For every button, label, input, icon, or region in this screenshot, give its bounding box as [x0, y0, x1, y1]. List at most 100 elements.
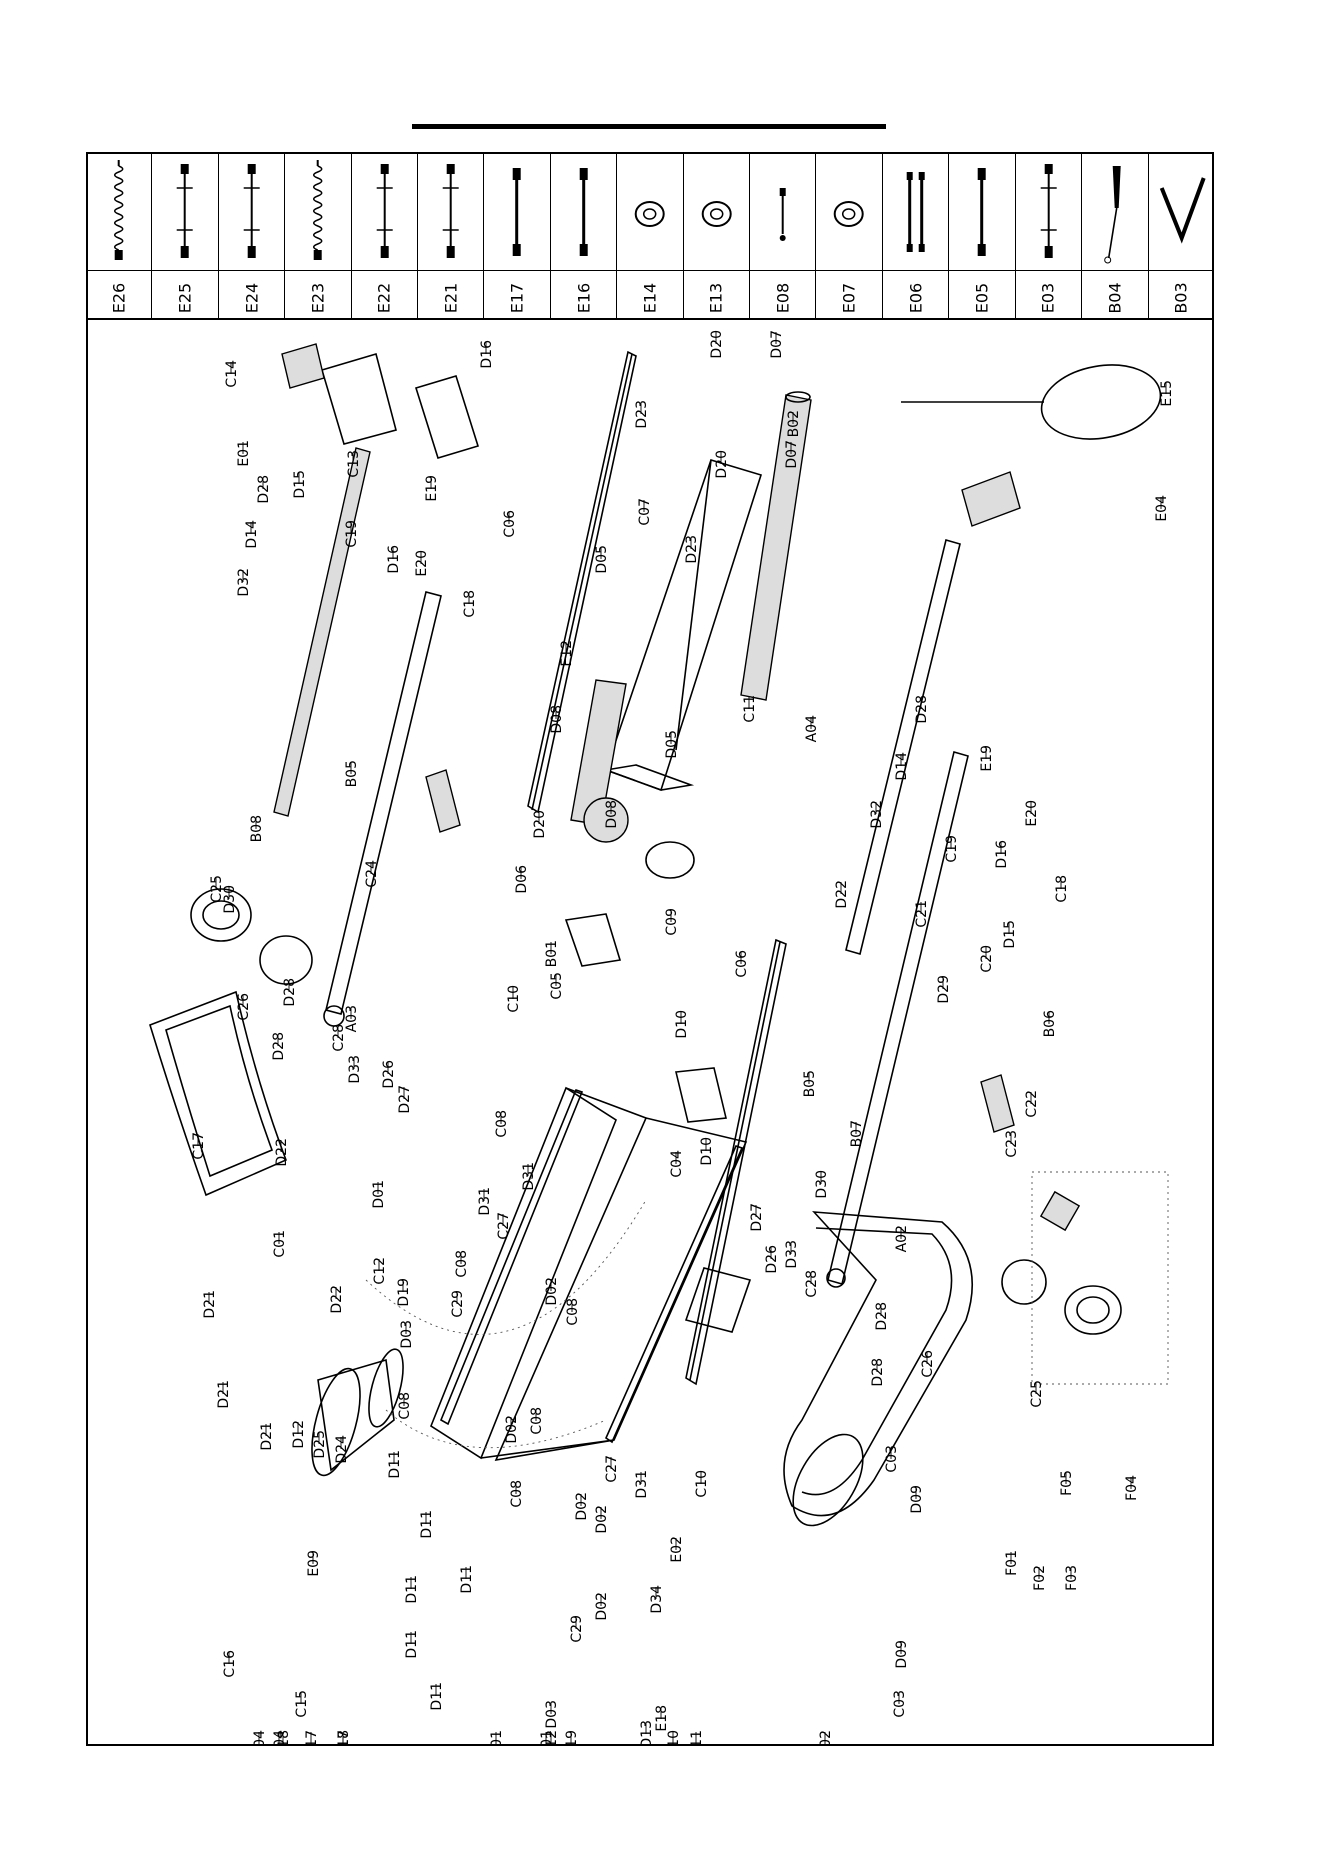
callout-e19: E19	[979, 745, 995, 772]
ferrite-ring-icon	[634, 201, 665, 227]
parts-table-cell: E06	[882, 152, 950, 318]
power-cord-e15	[901, 364, 1162, 440]
callout-d11: D11	[404, 1575, 420, 1604]
callout-a01: A01	[489, 1730, 505, 1746]
callout-d15: D15	[292, 470, 308, 499]
callout-c27: C27	[496, 1212, 512, 1240]
part-code: E05	[972, 282, 992, 314]
callout-d05: D05	[664, 730, 680, 759]
callout-d31: D31	[634, 1470, 650, 1499]
double-wire-icon	[906, 172, 925, 252]
table-divider	[750, 270, 816, 271]
callout-d07: D07	[769, 330, 785, 359]
connector-cable-icon	[442, 164, 459, 258]
callout-d14: D14	[894, 752, 910, 781]
wire-icon	[579, 168, 588, 256]
callout-c21: C21	[914, 900, 930, 928]
console-c14	[281, 343, 325, 389]
upright-a03	[323, 591, 442, 1027]
callout-d06: D06	[514, 865, 530, 894]
table-divider	[351, 270, 418, 271]
callout-d09: D09	[909, 1485, 925, 1514]
table-divider	[1015, 270, 1082, 271]
callout-d16: D16	[479, 340, 495, 369]
callout-e10: E10	[666, 1730, 682, 1746]
callout-d22: D22	[329, 1285, 345, 1314]
callout-c15: C15	[294, 1690, 310, 1718]
callout-d11: D11	[459, 1565, 475, 1594]
callout-d21: D21	[259, 1422, 275, 1451]
callout-d32: D32	[236, 568, 252, 597]
callout-c26: C26	[920, 1350, 936, 1378]
callout-d28: D28	[256, 475, 272, 504]
callout-c17: C17	[191, 1132, 207, 1160]
table-divider	[617, 270, 683, 271]
callout-d02: D02	[594, 1505, 610, 1534]
running-deck-e12	[602, 459, 763, 792]
callout-c23: C23	[1004, 1130, 1020, 1158]
callout-d17: D17	[304, 1730, 320, 1746]
part-code: E08	[773, 282, 793, 314]
handrail-b08	[273, 447, 371, 817]
rear-roller-b02	[740, 391, 812, 701]
callout-d28: D28	[874, 1302, 890, 1331]
callout-d20: D20	[714, 450, 730, 479]
callout-f01: F01	[1004, 1550, 1020, 1576]
callout-c27: C27	[604, 1455, 620, 1483]
callout-d03: D03	[544, 1700, 560, 1729]
callout-c22: C22	[1024, 1090, 1040, 1118]
callout-c12: C12	[544, 1730, 560, 1746]
ferrite-ring-icon	[701, 201, 732, 227]
callout-d28: D28	[271, 1032, 287, 1061]
callout-d33: D33	[347, 1055, 363, 1084]
callout-d07: D07	[784, 440, 800, 469]
short-wire-icon	[779, 188, 786, 241]
callout-d27: D27	[397, 1085, 413, 1114]
callout-d24: D24	[334, 1435, 350, 1464]
callout-c12: C12	[372, 1257, 388, 1285]
part-code: E03	[1038, 282, 1058, 314]
callout-d27: D27	[749, 1203, 765, 1232]
callout-c28: C28	[804, 1270, 820, 1298]
callout-b07: B07	[849, 1120, 865, 1147]
table-divider	[86, 270, 152, 271]
callout-d08: D08	[549, 705, 565, 734]
wire-icon	[513, 168, 522, 256]
callout-a03: A03	[344, 1005, 360, 1032]
callout-d10: D10	[699, 1137, 715, 1166]
parts-table-cell: E08	[750, 152, 817, 318]
table-divider	[152, 270, 218, 271]
callout-d22: D22	[274, 1138, 290, 1167]
roller-c09	[645, 841, 695, 879]
callout-d02: D02	[544, 1277, 560, 1306]
callout-c08: C08	[529, 1407, 545, 1435]
parts-table: E26 E25 E24 E23 E22 E21 E17 E16 E14 E13	[86, 152, 1214, 320]
callout-e20: E20	[414, 550, 430, 577]
callout-d15: D15	[1002, 920, 1018, 949]
callout-d09: D09	[894, 1640, 910, 1669]
wiring-group-box	[1031, 1171, 1169, 1385]
callout-c01: C01	[272, 1230, 288, 1258]
console-e01	[321, 352, 397, 445]
callout-e01: E01	[236, 440, 252, 467]
callout-c29: C29	[569, 1615, 585, 1643]
coiled-cable-icon	[313, 160, 323, 260]
callout-a04: A04	[804, 715, 820, 742]
end-cap-c25-right	[1064, 1285, 1122, 1335]
callout-d31: D31	[521, 1162, 537, 1191]
parts-table-cell: E21	[418, 152, 485, 318]
bracket-e02	[684, 1267, 752, 1333]
callout-c08: C08	[509, 1480, 525, 1508]
callout-d16: D16	[386, 545, 402, 574]
callout-d30: D30	[222, 885, 238, 914]
callout-b05: B05	[802, 1070, 818, 1097]
electrical-box-f04	[1039, 1190, 1081, 1232]
callout-d33: D33	[784, 1240, 800, 1269]
callout-d23: D23	[684, 535, 700, 564]
remote-e04	[961, 471, 1021, 527]
callout-c25: C25	[1029, 1380, 1045, 1408]
parts-table-cell: E03	[1015, 152, 1083, 318]
part-code: E21	[441, 282, 461, 314]
callout-d11: D11	[419, 1510, 435, 1539]
